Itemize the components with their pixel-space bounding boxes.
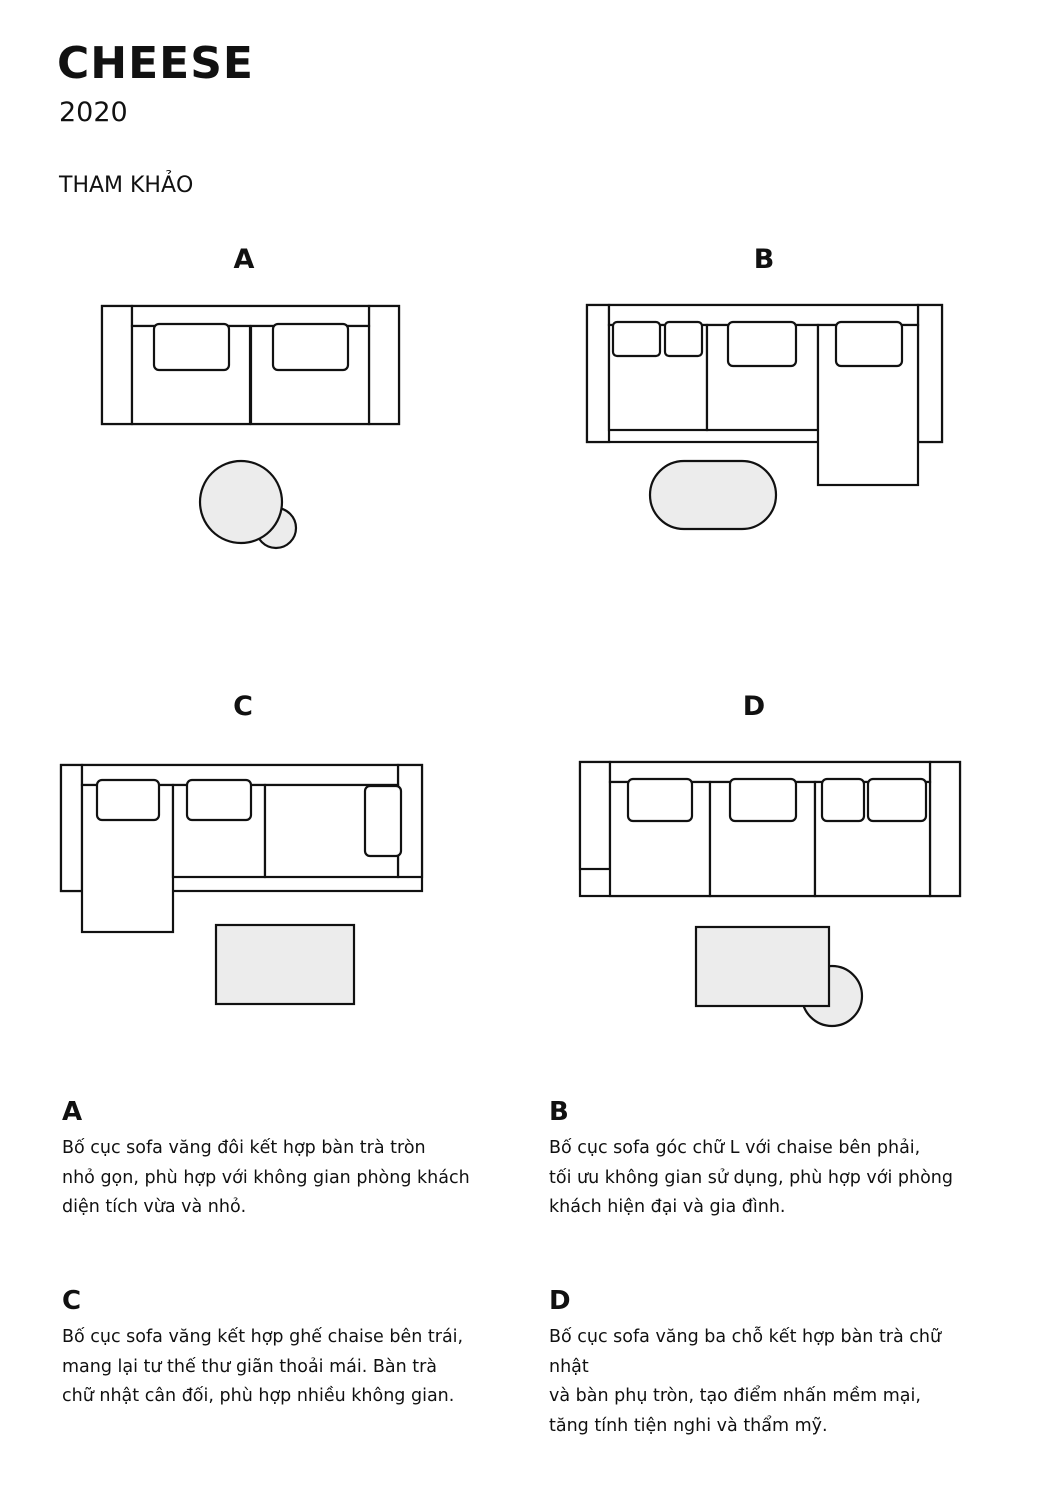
coffee-table-c bbox=[214, 923, 356, 1006]
description-a-text: Bố cục sofa văng đôi kết hợp bàn trà trò… bbox=[62, 1138, 470, 1217]
description-a: A Bố cục sofa văng đôi kết hợp bàn trà t… bbox=[62, 1096, 492, 1223]
description-b: B Bố cục sofa góc chữ L với chaise bên p… bbox=[549, 1096, 979, 1223]
sofa-b-right-arm bbox=[916, 303, 944, 444]
brand-title: CHEESE bbox=[57, 38, 254, 89]
description-b-letter: B bbox=[549, 1097, 569, 1127]
cushion-d-3 bbox=[820, 777, 866, 823]
cushion-c-1 bbox=[95, 778, 161, 822]
description-c: C Bố cục sofa văng kết hợp ghế chaise bê… bbox=[62, 1285, 492, 1412]
cushion-c-2 bbox=[185, 778, 253, 822]
cushion-d-4 bbox=[866, 777, 928, 823]
coffee-table-b bbox=[648, 459, 778, 531]
description-d-letter: D bbox=[549, 1286, 571, 1316]
sofa-a-right-arm bbox=[367, 304, 401, 426]
sofa-d-left-arm bbox=[578, 760, 612, 871]
section-title: THAM KHẢO bbox=[59, 173, 194, 198]
coffee-table-d bbox=[694, 925, 831, 1008]
cushion-a-2 bbox=[271, 322, 350, 372]
diagram-label-d: D bbox=[742, 691, 766, 722]
description-c-text: Bố cục sofa văng kết hợp ghế chaise bên … bbox=[62, 1327, 464, 1406]
description-a-letter: A bbox=[62, 1097, 83, 1127]
cushion-d-1 bbox=[626, 777, 694, 823]
cushion-a-1 bbox=[152, 322, 231, 372]
description-d: D Bố cục sofa văng ba chỗ kết hợp bàn tr… bbox=[549, 1285, 979, 1441]
floor-plan-b bbox=[585, 303, 944, 531]
diagram-label-a: A bbox=[233, 244, 255, 275]
sofa-c-left-arm bbox=[59, 763, 84, 893]
floor-plan-d bbox=[578, 760, 962, 1028]
cushion-c-3 bbox=[363, 784, 403, 858]
cushion-b-2 bbox=[663, 320, 704, 358]
description-d-text: Bố cục sofa văng ba chỗ kết hợp bàn trà … bbox=[549, 1327, 942, 1436]
floor-plan-a bbox=[100, 304, 401, 550]
cushion-b-3 bbox=[726, 320, 798, 368]
diagram-label-c: C bbox=[233, 691, 253, 722]
description-c-letter: C bbox=[62, 1286, 82, 1316]
floor-plan-c bbox=[59, 763, 424, 1006]
brand-year: 2020 bbox=[59, 97, 128, 128]
cushion-d-2 bbox=[728, 777, 798, 823]
coffee-table-a bbox=[198, 459, 284, 545]
diagram-label-b: B bbox=[753, 244, 775, 275]
description-b-text: Bố cục sofa góc chữ L với chaise bên phả… bbox=[549, 1138, 953, 1217]
sofa-d-right-arm bbox=[928, 760, 962, 898]
cushion-b-4 bbox=[834, 320, 904, 368]
sofa-b-left-arm bbox=[585, 303, 611, 444]
cushion-b-1 bbox=[611, 320, 662, 358]
sofa-a-left-arm bbox=[100, 304, 134, 426]
